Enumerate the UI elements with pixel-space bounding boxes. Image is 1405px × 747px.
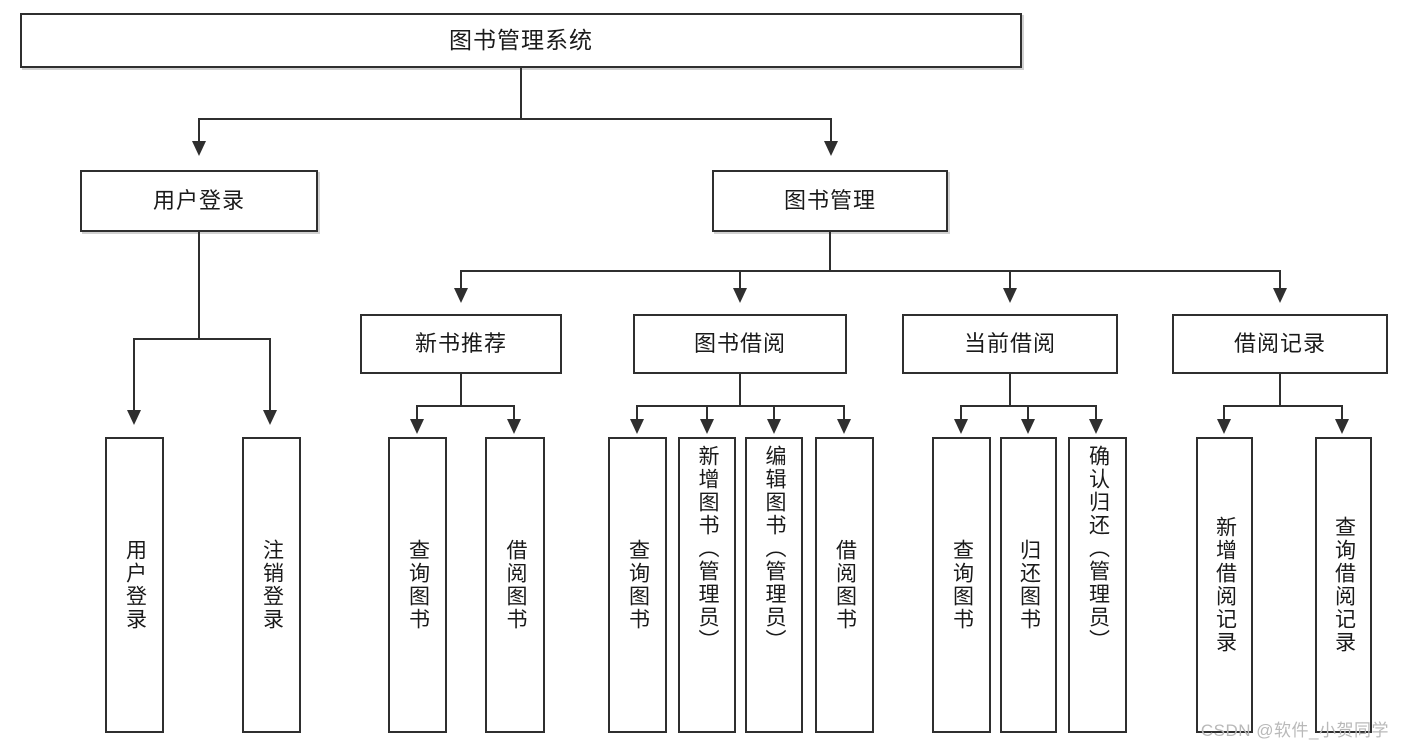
node-label: 图书借阅 xyxy=(693,331,786,357)
arrow-to-new-book-recommend xyxy=(454,288,468,303)
edge-userlogin-stem xyxy=(198,232,200,340)
edge-userlogin-bus xyxy=(133,338,270,340)
edge-bookborrow-bus xyxy=(636,405,845,407)
edge-root-stem xyxy=(520,68,522,119)
node-label: 新增借阅记录 xyxy=(1213,516,1237,654)
node-root-system[interactable]: 图书管理系统 xyxy=(20,13,1022,68)
edge-borrowrecord-stem xyxy=(1279,374,1281,407)
node-label: 当前借阅 xyxy=(963,331,1056,357)
node-current-borrow[interactable]: 当前借阅 xyxy=(902,314,1118,374)
leaf-add-book-admin[interactable]: 新增图书（管理员） xyxy=(678,437,736,733)
leaf-add-borrow-record[interactable]: 新增借阅记录 xyxy=(1196,437,1253,733)
edge-bookborrow-drop-3 xyxy=(773,405,775,419)
node-label: 查询图书 xyxy=(626,539,650,631)
node-label: 新增图书（管理员） xyxy=(696,445,720,652)
edge-borrowrecord-drop-1 xyxy=(1223,405,1225,419)
node-borrow-record[interactable]: 借阅记录 xyxy=(1172,314,1388,374)
node-label: 借阅记录 xyxy=(1233,331,1326,357)
edge-bookborrow-stem xyxy=(739,374,741,407)
edge-root-drop-left xyxy=(198,118,200,141)
edge-bookmgmt-stem xyxy=(829,232,831,272)
arrow-to-book-management xyxy=(824,141,838,156)
leaf-edit-book-admin[interactable]: 编辑图书（管理员） xyxy=(745,437,803,733)
node-label: 新书推荐 xyxy=(414,331,507,357)
arrow-to-query-book-2 xyxy=(630,419,644,434)
edge-newbook-bus xyxy=(416,405,515,407)
arrow-to-add-book xyxy=(700,419,714,434)
arrow-to-edit-book xyxy=(767,419,781,434)
node-new-book-recommend[interactable]: 新书推荐 xyxy=(360,314,562,374)
edge-bookmgmt-drop-1 xyxy=(460,270,462,288)
edge-root-bus xyxy=(198,118,832,120)
leaf-borrow-book[interactable]: 借阅图书 xyxy=(815,437,874,733)
leaf-query-borrow-record[interactable]: 查询借阅记录 xyxy=(1315,437,1372,733)
edge-root-drop-right xyxy=(830,118,832,141)
edge-userlogin-drop-2 xyxy=(269,338,271,410)
edge-borrowrecord-bus xyxy=(1223,405,1343,407)
node-label: 借阅图书 xyxy=(504,539,528,631)
arrow-to-current-borrow xyxy=(1003,288,1017,303)
arrow-to-borrow-book-2 xyxy=(837,419,851,434)
leaf-query-book-borrow[interactable]: 查询图书 xyxy=(608,437,667,733)
edge-newbook-drop-2 xyxy=(513,405,515,419)
edge-bookborrow-drop-1 xyxy=(636,405,638,419)
node-user-login[interactable]: 用户登录 xyxy=(80,170,318,232)
edge-newbook-drop-1 xyxy=(416,405,418,419)
edge-currentborrow-drop-3 xyxy=(1095,405,1097,419)
arrow-to-user-login-leaf xyxy=(127,410,141,425)
arrow-to-user-login xyxy=(192,141,206,156)
node-label: 图书管理 xyxy=(783,188,876,214)
node-label: 用户登录 xyxy=(123,539,147,631)
arrow-to-query-borrow-record xyxy=(1335,419,1349,434)
node-label: 查询图书 xyxy=(406,539,430,631)
edge-currentborrow-drop-1 xyxy=(960,405,962,419)
node-label: 注销登录 xyxy=(260,539,284,631)
leaf-confirm-return-admin[interactable]: 确认归还（管理员） xyxy=(1068,437,1127,733)
leaf-return-book[interactable]: 归还图书 xyxy=(1000,437,1057,733)
arrow-to-query-book-1 xyxy=(410,419,424,434)
arrow-to-add-borrow-record xyxy=(1217,419,1231,434)
leaf-user-login[interactable]: 用户登录 xyxy=(105,437,164,733)
arrow-to-query-book-3 xyxy=(954,419,968,434)
node-label: 编辑图书（管理员） xyxy=(763,445,787,652)
edge-bookmgmt-drop-4 xyxy=(1279,270,1281,288)
node-label: 查询图书 xyxy=(950,539,974,631)
edge-bookborrow-drop-2 xyxy=(706,405,708,419)
edge-bookmgmt-bus xyxy=(460,270,1281,272)
arrow-to-borrow-book-1 xyxy=(507,419,521,434)
arrow-to-logout-leaf xyxy=(263,410,277,425)
node-book-management[interactable]: 图书管理 xyxy=(712,170,948,232)
leaf-query-book-recommend[interactable]: 查询图书 xyxy=(388,437,447,733)
node-label: 图书管理系统 xyxy=(449,27,593,54)
leaf-logout[interactable]: 注销登录 xyxy=(242,437,301,733)
node-label: 借阅图书 xyxy=(833,539,857,631)
arrow-to-borrow-record xyxy=(1273,288,1287,303)
arrow-to-return-book xyxy=(1021,419,1035,434)
node-label: 确认归还（管理员） xyxy=(1086,445,1110,652)
node-book-borrow[interactable]: 图书借阅 xyxy=(633,314,847,374)
edge-currentborrow-stem xyxy=(1009,374,1011,407)
edge-bookmgmt-drop-2 xyxy=(739,270,741,288)
leaf-borrow-book-recommend[interactable]: 借阅图书 xyxy=(485,437,545,733)
node-label: 归还图书 xyxy=(1017,539,1041,631)
edge-userlogin-drop-1 xyxy=(133,338,135,410)
leaf-query-book-current[interactable]: 查询图书 xyxy=(932,437,991,733)
node-label: 查询借阅记录 xyxy=(1332,516,1356,654)
edge-borrowrecord-drop-2 xyxy=(1341,405,1343,419)
arrow-to-book-borrow xyxy=(733,288,747,303)
arrow-to-confirm-return xyxy=(1089,419,1103,434)
edge-newbook-stem xyxy=(460,374,462,407)
edge-bookborrow-drop-4 xyxy=(843,405,845,419)
edge-bookmgmt-drop-3 xyxy=(1009,270,1011,288)
edge-currentborrow-drop-2 xyxy=(1027,405,1029,419)
node-label: 用户登录 xyxy=(152,188,245,214)
